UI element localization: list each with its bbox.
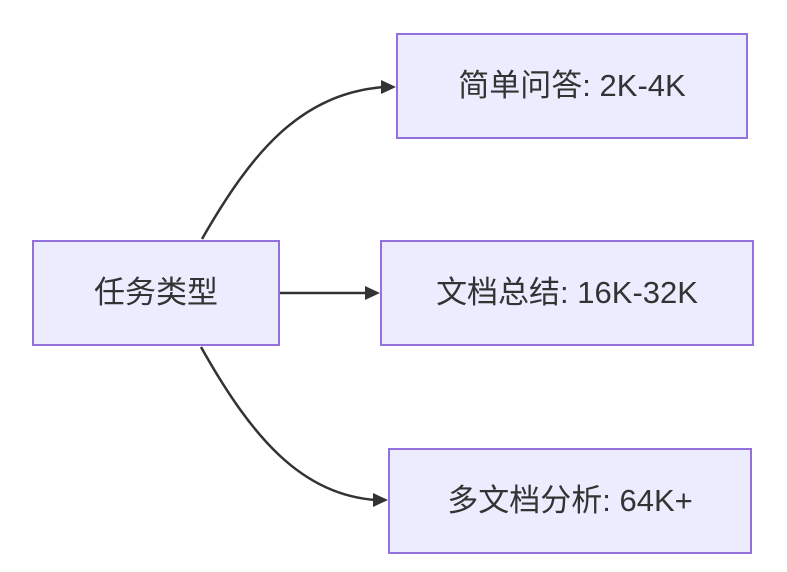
arrowhead-simple-qa-icon: [381, 80, 396, 94]
node-doc-summary-label: 文档总结: 16K-32K: [436, 275, 698, 311]
node-task-type-label: 任务类型: [94, 275, 218, 311]
node-multi-doc-label: 多文档分析: 64K+: [447, 483, 693, 519]
edge-root-to-multi-doc: [199, 346, 377, 502]
node-multi-doc: 多文档分析: 64K+: [388, 448, 752, 554]
arrowhead-multi-doc-icon: [373, 493, 388, 507]
node-task-type: 任务类型: [32, 240, 280, 346]
edge-root-to-simple-qa: [200, 85, 385, 240]
node-simple-qa-label: 简单问答: 2K-4K: [458, 68, 686, 104]
node-doc-summary: 文档总结: 16K-32K: [380, 240, 754, 346]
arrowhead-doc-summary-icon: [365, 286, 380, 300]
node-simple-qa: 简单问答: 2K-4K: [396, 33, 748, 139]
